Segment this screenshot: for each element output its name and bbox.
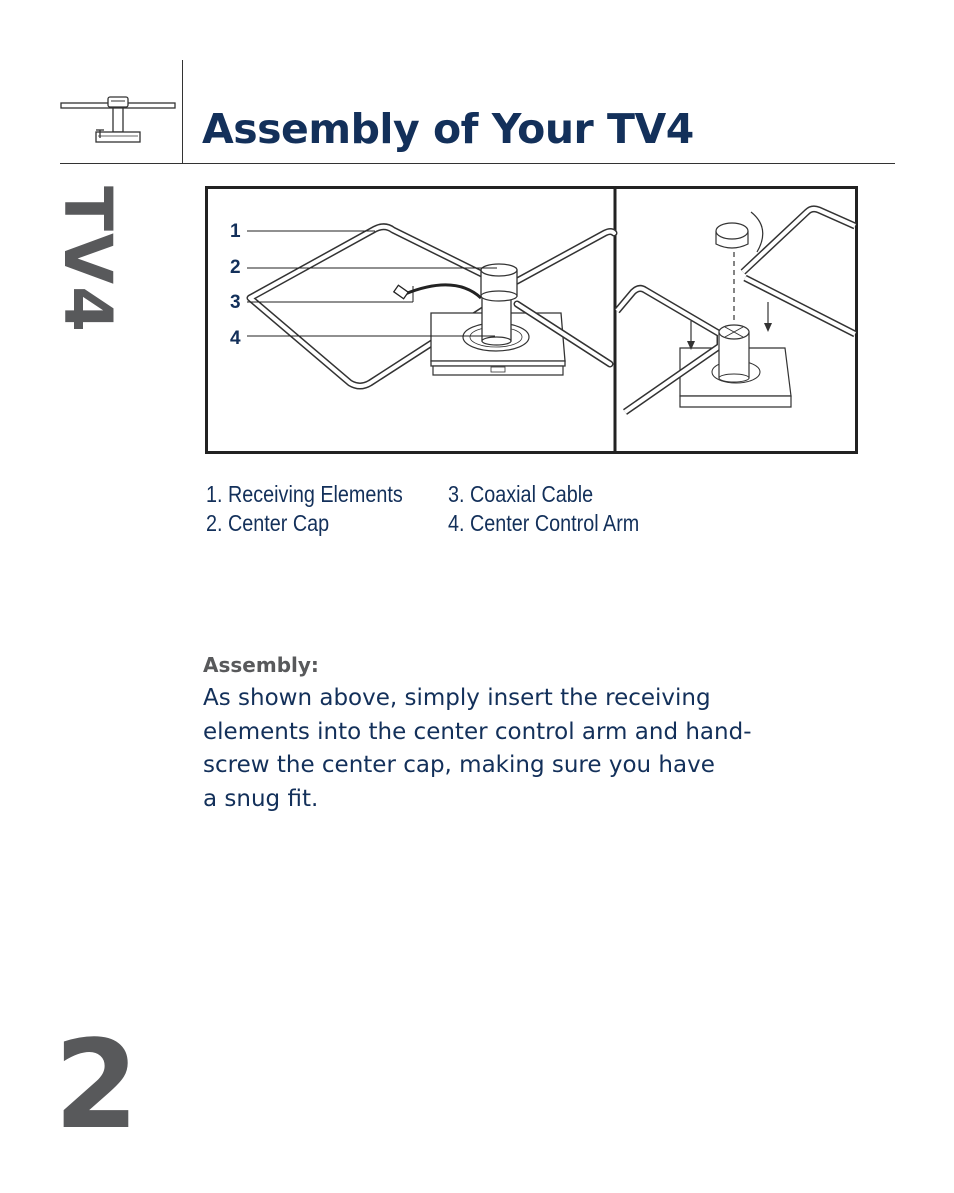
page-number: 2 (54, 1014, 139, 1156)
legend-item-center-control-arm: 4. Center Control Arm (448, 510, 640, 536)
callout-1: 1 (230, 221, 241, 242)
instruction-line: elements into the center control arm and… (203, 718, 752, 745)
legend-left-column: 1. Receiving Elements 2. Center Cap (206, 480, 403, 538)
assembly-instructions: As shown above, simply insert the receiv… (203, 682, 823, 816)
legend-item-center-cap: 2. Center Cap (206, 510, 330, 536)
assembly-heading: Assembly: (203, 653, 319, 677)
legend-right-column: 3. Coaxial Cable 4. Center Control Arm (448, 480, 639, 538)
page-title: Assembly of Your TV4 (202, 105, 694, 153)
antenna-logo-icon (60, 96, 176, 143)
assembly-diagram: 1 2 3 4 (205, 186, 858, 454)
instruction-line: a snug fit. (203, 785, 319, 812)
header-divider-vertical (182, 60, 183, 164)
antenna-right-illustration (614, 205, 857, 415)
legend-item-receiving-elements: 1. Receiving Elements (206, 481, 403, 507)
instruction-line: As shown above, simply insert the receiv… (203, 685, 711, 711)
instruction-line: screw the center cap, making sure you ha… (203, 752, 715, 778)
header-divider-horizontal (60, 163, 895, 164)
side-model-label: TV4 (49, 186, 126, 335)
callout-4: 4 (230, 328, 241, 349)
antenna-left-illustration (246, 223, 618, 390)
legend-item-coaxial-cable: 3. Coaxial Cable (448, 481, 594, 507)
callout-3: 3 (230, 292, 241, 313)
callout-2: 2 (230, 257, 241, 278)
